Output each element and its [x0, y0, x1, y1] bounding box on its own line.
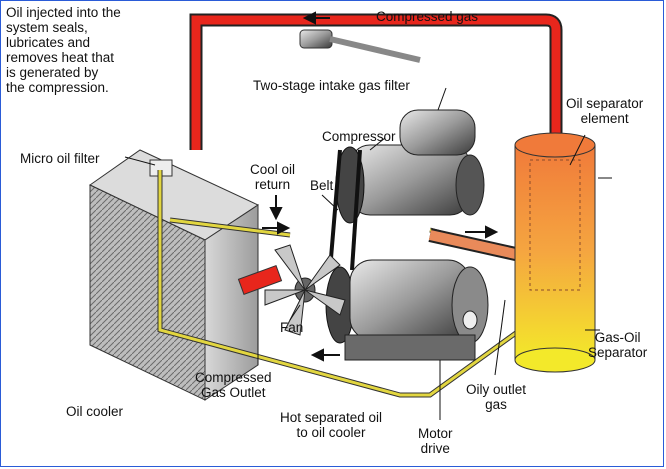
micro-oil-filter-label: Micro oil filter: [20, 151, 100, 166]
two-stage-filter-label: Two-stage intake gas filter: [253, 78, 410, 93]
gas-oil-separator-label: Gas-Oil Separator: [588, 330, 648, 360]
compressor-label: Compressor: [322, 129, 396, 144]
compressor: [349, 109, 485, 216]
flow-arrows: [262, 11, 499, 362]
oil-separator-element-label: Oil separator element: [566, 96, 644, 126]
cool-oil-return-label: Cool oil return: [250, 162, 296, 192]
compressed-gas-outlet-label: Compressed Gas Outlet: [195, 370, 272, 400]
oily-gas-pipe: [428, 230, 522, 260]
compressed-gas-outlet-stub: [237, 265, 283, 295]
compressed-gas-pipe: [189, 13, 563, 150]
oil-cooler: [89, 149, 260, 401]
compressed-gas-label: Compressed gas: [376, 9, 479, 24]
motor: [344, 259, 489, 361]
gas-oil-separator-tank: [514, 132, 596, 373]
oily-outlet-gas-label: Oily outlet gas: [466, 382, 527, 412]
belt-label: Belt: [310, 178, 334, 193]
fan: [264, 244, 346, 336]
motor-drive-label: Motor drive: [418, 426, 453, 456]
fan-label: Fan: [280, 320, 304, 335]
oil-cooler-label: Oil cooler: [66, 404, 124, 419]
oil-injected-note: Oil injected into the system seals, lubr…: [6, 5, 121, 95]
hot-separated-oil-label: Hot separated oil to oil cooler: [280, 410, 383, 440]
leader-lines: [124, 87, 612, 420]
